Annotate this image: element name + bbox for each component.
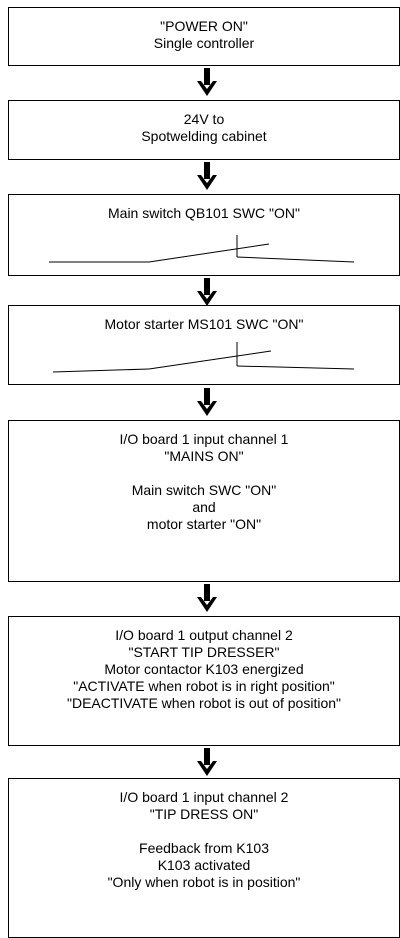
step-main-switch: Main switch QB101 SWC "ON": [8, 194, 400, 276]
step-motor-starter: Motor starter MS101 SWC "ON": [8, 305, 400, 385]
step-1-line-1: "POWER ON": [160, 18, 248, 34]
step-6-line-3: Motor contactor K103 energized: [104, 661, 304, 677]
step-7-line-5: K103 activated: [157, 857, 251, 873]
step-24v-cabinet: 24V to Spotwelding cabinet: [8, 100, 400, 160]
step-4-line-1: Motor starter MS101 SWC "ON": [104, 316, 304, 332]
arrow-down-icon: [197, 162, 217, 190]
arrow-down-icon: [197, 388, 217, 416]
arrow-down-icon: [197, 278, 217, 306]
step-7-spacer: [9, 823, 399, 840]
step-5-line-4: Main switch SWC "ON": [131, 482, 277, 498]
step-mains-on: I/O board 1 input channel 1 "MAINS ON" M…: [8, 420, 400, 582]
arrow-down-icon: [197, 584, 217, 612]
step-7-line-1: I/O board 1 input channel 2: [119, 789, 289, 805]
arrow-down-icon: [197, 68, 217, 96]
step-start-tip-dresser: I/O board 1 output channel 2 "START TIP …: [8, 616, 400, 746]
step-1-line-2: Single controller: [153, 35, 255, 51]
step-7-line-4: Feedback from K103: [139, 840, 269, 856]
step-5-line-1: I/O board 1 input channel 1: [119, 431, 289, 447]
step-2-line-2: Spotwelding cabinet: [141, 128, 267, 144]
switch-contact-symbol: [49, 235, 355, 263]
step-6-line-2: "START TIP DRESSER": [128, 644, 280, 660]
step-6-line-1: I/O board 1 output channel 2: [115, 627, 293, 643]
switch-contact-symbol: [52, 342, 355, 373]
arrow-down-icon: [197, 748, 217, 776]
step-5-spacer: [9, 465, 399, 482]
step-3-line-1: Main switch QB101 SWC "ON": [108, 205, 300, 221]
step-tip-dress-on: I/O board 1 input channel 2 "TIP DRESS O…: [8, 778, 400, 938]
step-7-line-6: "Only when robot is in position": [107, 874, 301, 890]
step-5-line-2: "MAINS ON": [164, 448, 244, 464]
step-5-line-5: and: [192, 499, 216, 515]
step-6-line-5: "DEACTIVATE when robot is out of positio…: [67, 695, 341, 711]
step-power-on: "POWER ON" Single controller: [8, 7, 400, 66]
step-6-line-4: "ACTIVATE when robot is in right positio…: [73, 678, 335, 694]
step-5-line-6: motor starter "ON": [146, 516, 262, 532]
step-7-line-2: "TIP DRESS ON": [149, 806, 259, 822]
step-2-line-1: 24V to: [183, 111, 225, 127]
